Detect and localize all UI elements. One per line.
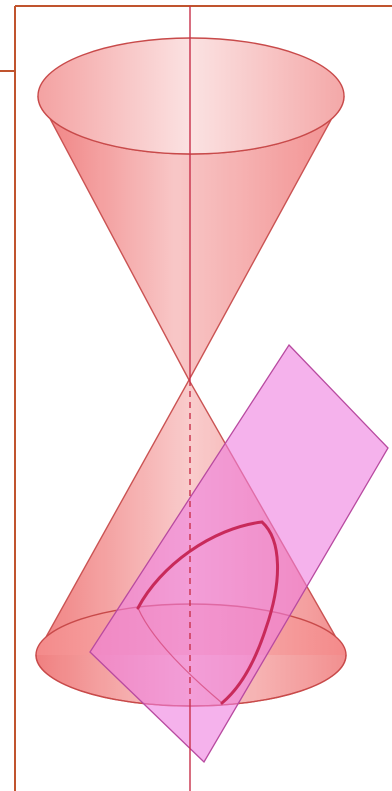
upper-nappe <box>38 38 344 380</box>
upper-cone-rim <box>38 38 344 154</box>
